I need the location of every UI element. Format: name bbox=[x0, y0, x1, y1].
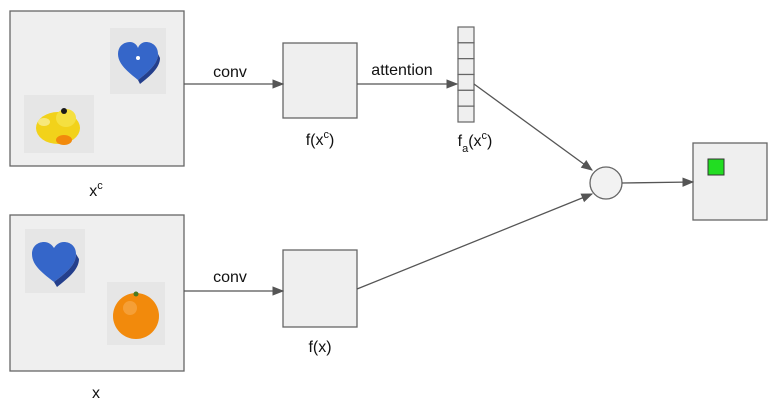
query-feature-label: f(x) bbox=[308, 339, 331, 356]
attention-cell bbox=[457, 42, 475, 60]
attention-cell bbox=[457, 105, 475, 123]
attention-cell bbox=[457, 89, 475, 107]
attention-vector-label: fa(xc) bbox=[458, 130, 493, 155]
attention-label: attention bbox=[371, 62, 432, 79]
combine-node bbox=[589, 166, 623, 200]
query-to-combine-arrow bbox=[356, 193, 594, 290]
combine-to-output-arrow bbox=[621, 177, 695, 187]
conv-label-bottom: conv bbox=[213, 269, 247, 286]
context-image-panel bbox=[9, 10, 185, 167]
context-feature-label: f(xc) bbox=[306, 129, 335, 149]
conv-label-top: conv bbox=[213, 64, 247, 81]
orange-fruit-icon bbox=[107, 282, 165, 345]
query-feature-map bbox=[282, 249, 358, 328]
query-image-label: x bbox=[92, 385, 100, 402]
output-marker bbox=[707, 158, 725, 176]
attention-cell bbox=[457, 26, 475, 44]
heart-icon bbox=[25, 229, 85, 293]
heart-icon bbox=[110, 28, 166, 94]
attention-vector bbox=[457, 26, 475, 123]
attention-to-combine-arrow bbox=[473, 83, 593, 171]
output-map bbox=[692, 142, 768, 221]
context-image-label: xc bbox=[89, 180, 103, 200]
attention-cell bbox=[457, 73, 475, 91]
context-feature-map bbox=[282, 42, 358, 119]
attention-cell bbox=[457, 58, 475, 76]
chick-toy-icon bbox=[24, 95, 94, 153]
query-image-panel bbox=[9, 214, 185, 372]
